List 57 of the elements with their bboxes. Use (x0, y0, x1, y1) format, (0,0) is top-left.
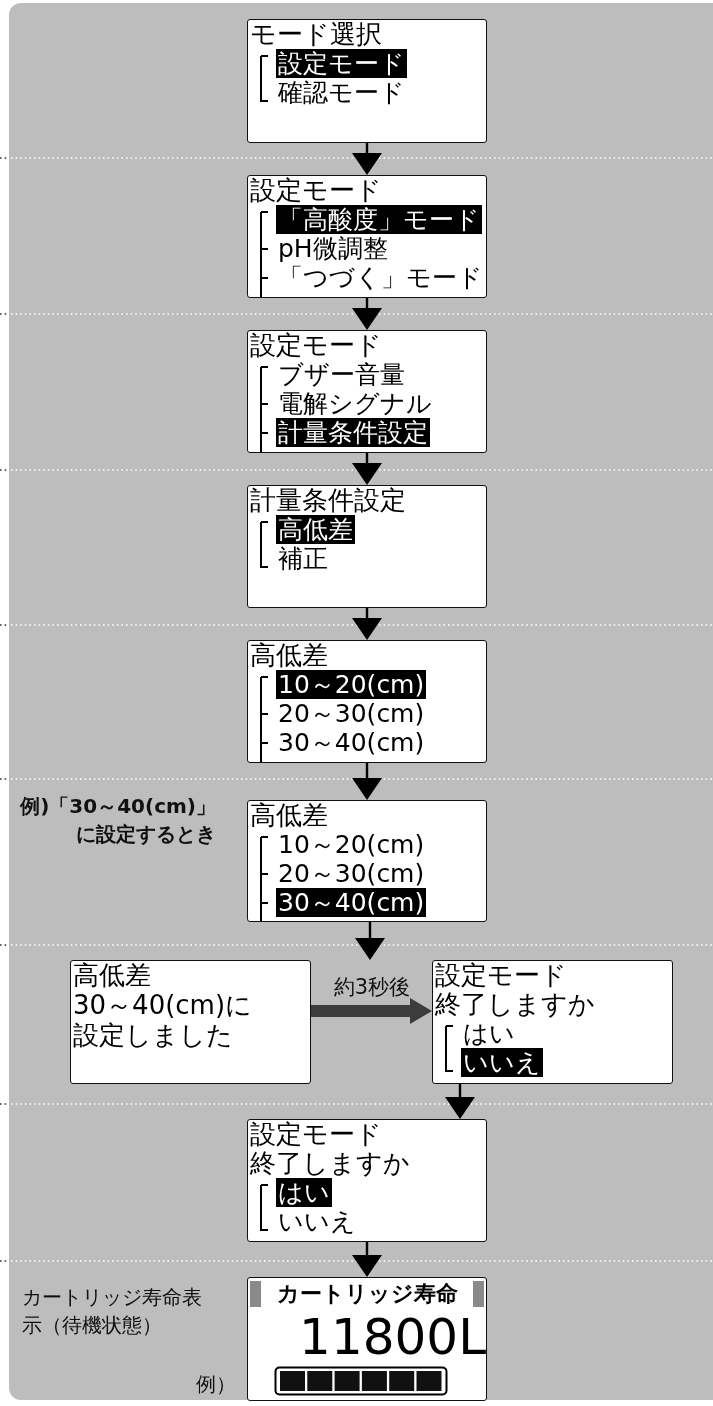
selected-menu-option: 計量条件設定 (276, 418, 430, 447)
status-title: カートリッジ寿命 (276, 1280, 458, 1308)
annotation-text: 例)「30～40(cm)」に設定するとき (19, 793, 216, 848)
selected-menu-option: はい (276, 1178, 332, 1207)
lcd-screen (247, 330, 487, 453)
menu-option: 電解シグナル (276, 389, 434, 418)
lcd-screen (432, 960, 673, 1084)
counter-value: 11800L (299, 1310, 486, 1364)
menu-option: 確認モード (276, 78, 407, 107)
lcd-screen (247, 640, 487, 763)
arrow (352, 763, 382, 800)
menu-option: はい (461, 1019, 517, 1048)
screen-title: 高低差 (250, 801, 329, 830)
arrow (352, 453, 382, 485)
menu-option: 補正 (276, 544, 330, 573)
lcd-screen (247, 800, 487, 922)
edge-label: 約3秒後 (332, 974, 412, 1001)
screen-title: 計量条件設定 (250, 486, 407, 515)
selected-menu-option: 高低差 (276, 515, 355, 544)
status-screen (247, 1277, 487, 1401)
arrow (352, 608, 382, 640)
lcd-screen (70, 960, 311, 1084)
screen-title: 設定モード (250, 1120, 383, 1149)
menu-option: いいえ (276, 1207, 358, 1236)
menu-option: 10～20(cm) (276, 830, 427, 859)
screen-title: 終了しますか (250, 1149, 411, 1178)
selected-menu-option: 「高酸度」モード (276, 205, 482, 234)
lcd-screen (247, 1119, 487, 1242)
annotation-text: カートリッジ寿命表示（待機状態） (22, 1284, 203, 1339)
screen-title: モード選択 (250, 20, 383, 49)
menu-option: ブザー音量 (276, 360, 407, 389)
screen-message: 30～40(cm)に設定しました (73, 990, 254, 1050)
arrow (352, 1242, 382, 1277)
screen-title: 設定モード (250, 331, 383, 360)
menu-option: 20～30(cm) (276, 859, 427, 888)
annotation-text: 例） (196, 1371, 237, 1398)
lcd-screen (247, 19, 487, 143)
screen-title: 高低差 (73, 961, 152, 990)
screen-title: 終了しますか (435, 990, 596, 1019)
arrow (352, 143, 382, 175)
arrow (311, 998, 432, 1024)
menu-option: 20～30(cm) (276, 699, 427, 728)
menu-option: 30～40(cm) (276, 728, 427, 757)
selected-menu-option: 10～20(cm) (276, 670, 427, 699)
screen-title: 高低差 (250, 641, 329, 670)
lcd-screen (247, 175, 487, 298)
screen-title: 設定モード (250, 176, 383, 205)
selected-menu-option: 設定モード (276, 49, 407, 78)
screen-title: 設定モード (435, 961, 568, 990)
selected-menu-option: 30～40(cm) (276, 888, 427, 917)
menu-option: 「つづく」モード (276, 263, 485, 292)
menu-option: pH微調整 (276, 234, 390, 263)
arrow (355, 922, 385, 960)
lcd-screen (247, 485, 487, 608)
selected-menu-option: いいえ (461, 1048, 543, 1077)
arrow (445, 1084, 475, 1119)
arrow (352, 298, 382, 330)
